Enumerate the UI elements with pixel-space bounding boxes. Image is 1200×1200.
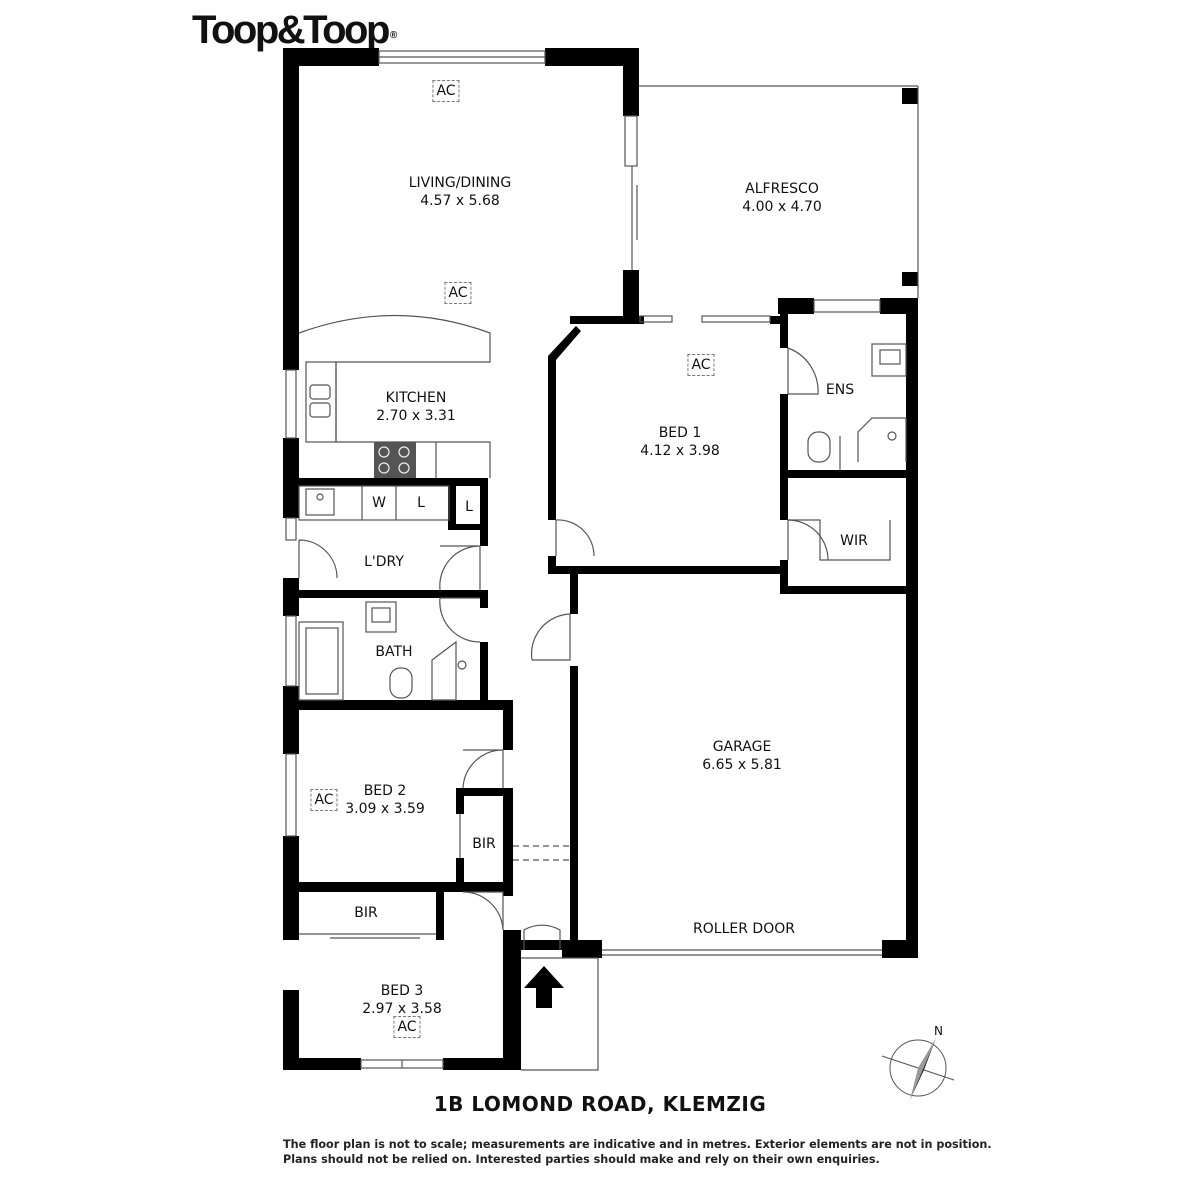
living-east-window [624, 115, 638, 167]
room-name: BATH [375, 644, 413, 660]
room-name: BED 2 [363, 783, 407, 799]
kitchen-window [285, 369, 297, 439]
room-size: 4.00 x 4.70 [742, 199, 822, 215]
compass-north-label: N [934, 1024, 943, 1038]
property-address: 1B LOMOND ROAD, KLEMZIG [433, 1092, 767, 1116]
room-garage: GARAGE 6.65 x 5.81 [702, 738, 782, 774]
laundry-window [285, 517, 297, 541]
room-name: LIVING/DINING [408, 175, 512, 191]
room-name: BED 1 [658, 425, 702, 441]
room-ensuite: ENS [826, 381, 854, 399]
room-size: 4.12 x 3.98 [640, 443, 720, 459]
room-kitchen: KITCHEN 2.70 x 3.31 [376, 389, 456, 425]
roller-door-label: ROLLER DOOR [693, 920, 795, 938]
room-bed-1: BED 1 4.12 x 3.98 [640, 424, 720, 460]
room-name: BED 3 [380, 983, 424, 999]
room-name: L'DRY [364, 554, 404, 570]
entry-arrow-icon [524, 966, 564, 1008]
bath-window [285, 615, 297, 687]
room-bir-bed3: BIR [354, 904, 377, 922]
room-name: BIR [354, 905, 378, 921]
ac-icon: AC [393, 1016, 421, 1038]
room-bed-2: BED 2 3.09 x 3.59 [345, 782, 425, 818]
compass-icon [881, 1038, 955, 1100]
room-size: 4.57 x 5.68 [420, 193, 500, 209]
room-size: 2.70 x 3.31 [376, 408, 456, 424]
cooktop [374, 442, 416, 478]
room-wir: WIR [840, 532, 868, 550]
disclaimer-line: The floor plan is not to scale; measurem… [283, 1138, 992, 1151]
brand-name: Toop&Toop [192, 8, 390, 52]
ens-window [813, 299, 881, 313]
ac-icon: AC [687, 354, 715, 376]
disclaimer-line: Plans should not be relied on. Intereste… [283, 1153, 880, 1166]
ac-icon: AC [310, 789, 338, 811]
room-name: KITCHEN [385, 390, 447, 406]
registered-mark: ® [389, 30, 398, 41]
room-size: 2.97 x 3.58 [362, 1001, 442, 1017]
room-living-dining: LIVING/DINING 4.57 x 5.68 [409, 174, 512, 210]
room-size: 3.09 x 3.59 [345, 801, 425, 817]
room-name: ALFRESCO [745, 181, 819, 197]
room-alfresco: ALFRESCO 4.00 x 4.70 [742, 180, 822, 216]
room-name: WIR [840, 533, 868, 549]
room-name: GARAGE [712, 739, 772, 755]
brand-logo: Toop&Toop® [192, 6, 398, 54]
room-bir-bed2: BIR [472, 835, 495, 853]
room-name: ENS [825, 382, 855, 398]
disclaimer: The floor plan is not to scale; measurem… [283, 1137, 992, 1167]
thin-lines [285, 50, 919, 1071]
room-bath: BATH [375, 643, 412, 661]
walls [283, 48, 918, 1070]
room-name: BIR [472, 836, 496, 852]
linen-cupboard-label: L [465, 499, 473, 515]
room-laundry: L'DRY [364, 553, 404, 571]
ac-icon: AC [432, 80, 460, 102]
room-name: ROLLER DOOR [693, 921, 795, 937]
linen-label: L [417, 495, 425, 511]
washer-label: W [372, 495, 386, 511]
room-size: 6.65 x 5.81 [702, 757, 782, 773]
bed2-window [285, 753, 297, 837]
ac-icon: AC [444, 282, 472, 304]
room-bed-3: BED 3 2.97 x 3.58 [362, 982, 442, 1018]
